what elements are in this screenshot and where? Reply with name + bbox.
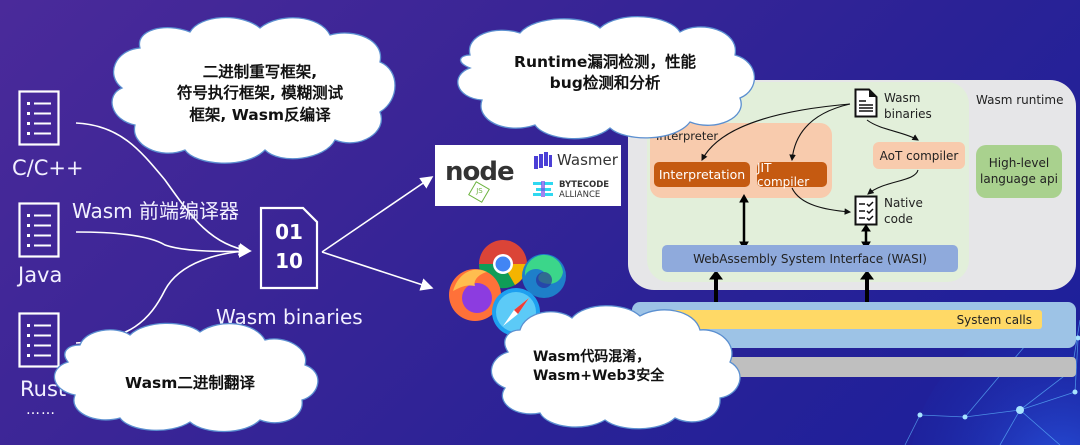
runtime-logos-panel: node JS Wasmer BYTECODE ALLIANCE	[435, 145, 621, 206]
system-calls-bar: System calls	[662, 310, 1042, 329]
wasm-runtime-label: Wasm runtime	[976, 93, 1064, 107]
wasm-binaries-file-icon	[854, 88, 878, 118]
binary-to-browsers-arrow	[321, 251, 434, 291]
wasmer-logo-text: Wasmer	[557, 151, 618, 169]
cloud-2-line-1: Runtime漏洞检测，性能	[514, 53, 696, 71]
lang-label-java: Java	[18, 263, 63, 287]
java-to-binary-connector	[75, 231, 252, 258]
cloud-4-line-1: Wasm代码混淆，	[533, 349, 651, 365]
cloud-3-text: Wasm二进制翻译	[90, 373, 290, 394]
binary-digits-line-1: 01	[275, 220, 303, 244]
cloud-2-text: Runtime漏洞检测，性能 bug检测和分析	[485, 52, 725, 95]
native-code-line-1: Native	[884, 196, 923, 210]
cloud-1-line-1: 二进制重写框架,	[202, 63, 318, 81]
high-level-line-1: High-level	[988, 155, 1050, 170]
cloud-4	[490, 305, 741, 430]
bytecode-alliance-line-2: ALLIANCE	[559, 190, 601, 200]
high-level-line-2: language api	[980, 171, 1058, 186]
nodejs-logo: node	[445, 157, 515, 187]
more-languages-ellipsis: ……	[26, 402, 56, 418]
frontend-compiler-label: Wasm 前端编译器	[72, 199, 240, 223]
runtime-wasm-binaries-line-1: Wasm	[884, 91, 921, 105]
cloud-1-line-3: 框架, Wasm反编译	[189, 105, 331, 124]
source-file-icon	[18, 90, 60, 146]
bytecode-alliance-icon	[533, 181, 555, 197]
wasi-layer: WebAssembly System Interface (WASI)	[662, 245, 958, 272]
high-level-api-block: High-level language api	[976, 145, 1062, 198]
lang-item-java	[18, 202, 60, 262]
cloud-4-text: Wasm代码混淆， Wasm+Web3安全	[525, 348, 715, 387]
bytecode-alliance-line-1: BYTECODE	[559, 180, 610, 190]
jit-compiler-block: JIT compiler	[757, 161, 827, 189]
firefox-icon	[449, 269, 501, 321]
source-file-icon	[18, 202, 60, 258]
c-to-binary-connector	[75, 122, 252, 256]
binary-to-runtimes-arrow	[321, 176, 434, 253]
runtime-wasm-binaries-line-2: binaries	[884, 107, 932, 121]
cloud-4-line-2: Wasm+Web3安全	[533, 368, 665, 385]
cloud-3	[53, 322, 319, 433]
edge-icon	[522, 254, 566, 298]
binary-digits-line-2: 10	[275, 249, 303, 273]
lang-item-cpp	[18, 90, 60, 150]
cloud-1	[111, 16, 396, 164]
cloud-1-text: 二进制重写框架, 符号执行框架, 模糊测试 框架, Wasm反编译	[135, 62, 385, 126]
cloud-3-line-1: Wasm二进制翻译	[125, 374, 255, 392]
wasm-binary-icon: 01 10	[259, 206, 319, 294]
browser-logos	[449, 240, 566, 336]
cloud-2-line-2: bug检测和分析	[549, 74, 661, 93]
lang-item-rust	[18, 312, 60, 372]
source-file-icon	[18, 312, 60, 368]
native-code-line-2: code	[884, 212, 913, 226]
interpretation-block: Interpretation	[654, 162, 750, 187]
aot-compiler-block: AoT compiler	[873, 142, 965, 169]
cloud-2	[457, 16, 756, 140]
cloud-1-line-2: 符号执行框架, 模糊测试	[176, 84, 344, 103]
hardware-layer-bar	[632, 357, 1076, 377]
lang-label-cpp: C/C++	[12, 156, 84, 180]
wasmer-icon	[534, 152, 552, 170]
